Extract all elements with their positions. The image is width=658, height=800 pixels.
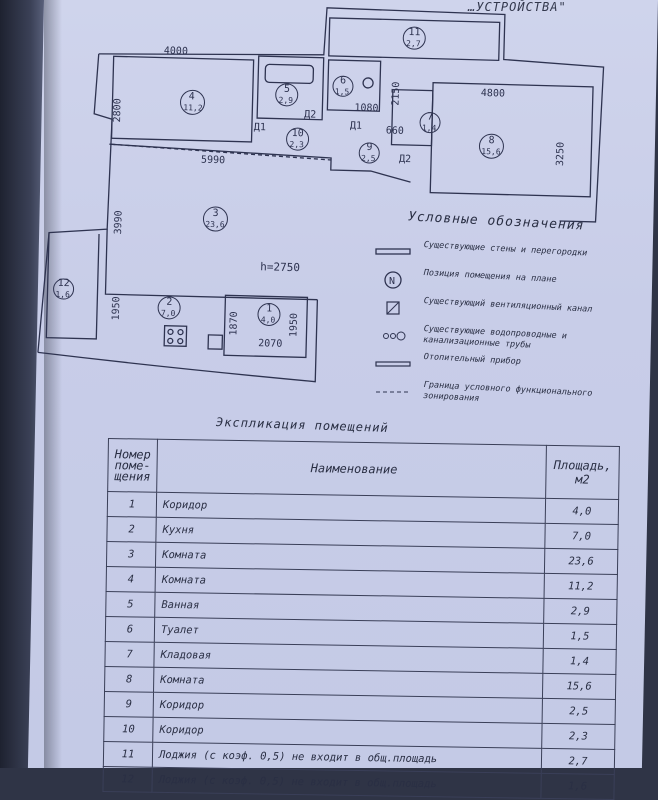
svg-text:4,0: 4,0 xyxy=(261,315,276,324)
outer-wall-left xyxy=(37,53,113,353)
duct-symbol-icon xyxy=(386,301,400,315)
room-marker-4: 411,2 xyxy=(180,89,206,115)
room-8-outline xyxy=(429,81,594,198)
room-4-outline xyxy=(110,55,255,143)
bathtub xyxy=(264,63,315,85)
dim-2800: 2800 xyxy=(112,98,124,122)
room-marker-12: 121,6 xyxy=(53,278,75,300)
heater-symbol-icon xyxy=(375,361,411,367)
svg-text:7,0: 7,0 xyxy=(161,309,176,318)
sink xyxy=(207,334,224,350)
room-marker-10: 102,3 xyxy=(286,127,310,151)
svg-text:1: 1 xyxy=(266,303,272,314)
dim-660: 660 xyxy=(386,125,404,136)
dim-3250: 3250 xyxy=(555,142,567,166)
svg-text:15,6: 15,6 xyxy=(481,147,501,157)
duct-label-d2: Д2 xyxy=(304,109,316,120)
room-11-outline xyxy=(328,17,501,62)
duct-label-d1-b: Д1 xyxy=(350,120,362,131)
svg-text:2,5: 2,5 xyxy=(361,154,376,163)
pipes-symbol-icon xyxy=(383,331,406,341)
room-marker-3: 323,6 xyxy=(202,206,228,232)
legend-item-zoning: Граница условного функционального зониро… xyxy=(372,380,612,408)
dim-3990: 3990 xyxy=(113,210,125,234)
toilet xyxy=(362,77,374,89)
ceiling-height-label: h=2750 xyxy=(260,260,300,274)
svg-text:11,2: 11,2 xyxy=(183,103,203,113)
room-12-outline xyxy=(45,232,100,340)
room-marker-5: 52,9 xyxy=(275,83,299,107)
stove xyxy=(163,325,188,347)
explication-table: Номер поме- щения Наименование Площадь, … xyxy=(102,438,620,800)
svg-text:8: 8 xyxy=(488,135,494,146)
duct-label-d2-b: Д2 xyxy=(399,154,411,165)
legend-item-duct: Существующий вентиляционный канал xyxy=(372,296,612,324)
legend-item-wall: Существующие стены и перегородки xyxy=(372,240,612,268)
position-circle-icon: N xyxy=(384,271,402,289)
room-marker-9: 92,5 xyxy=(358,142,380,164)
wall-corridor xyxy=(109,143,411,183)
room-marker-8: 815,6 xyxy=(478,133,504,159)
page-header-title: …УСТРОЙСТВА" xyxy=(468,0,567,14)
svg-text:2,3: 2,3 xyxy=(289,140,304,149)
dim-4000: 4000 xyxy=(164,46,188,58)
svg-text:10: 10 xyxy=(292,128,304,139)
legend-item-position: N Позиция помещения на плане xyxy=(372,268,612,296)
legend: Существующие стены и перегородки N Позиц… xyxy=(372,240,612,408)
duct-label-d1: Д1 xyxy=(254,122,266,133)
dim-1870: 1870 xyxy=(228,311,240,335)
svg-text:2: 2 xyxy=(166,297,172,308)
dim-5990: 5990 xyxy=(201,155,225,167)
dim-2150: 2150 xyxy=(390,81,402,105)
header-room-number: Номер поме- щения xyxy=(107,438,158,493)
legend-item-pipes: Существующие водопроводные и канализацио… xyxy=(372,324,612,352)
svg-text:23,6: 23,6 xyxy=(205,220,225,230)
svg-text:11: 11 xyxy=(408,27,420,38)
svg-text:9: 9 xyxy=(366,142,372,153)
room-marker-6: 61,5 xyxy=(332,75,354,97)
svg-text:6: 6 xyxy=(340,75,346,86)
dim-4800: 4800 xyxy=(481,88,505,100)
header-room-name: Наименование xyxy=(156,439,547,499)
room-6-outline xyxy=(326,59,382,112)
svg-text:12: 12 xyxy=(58,278,70,289)
svg-text:5: 5 xyxy=(284,84,290,95)
header-room-area: Площадь, м2 xyxy=(545,445,620,500)
svg-text:3: 3 xyxy=(212,208,218,219)
svg-text:7: 7 xyxy=(427,112,433,123)
outer-wall-bottom xyxy=(37,299,319,383)
svg-text:1,5: 1,5 xyxy=(335,87,350,96)
wall-kitchen xyxy=(104,229,318,301)
legend-item-heater: Отопительный прибор xyxy=(372,352,612,380)
svg-text:2,9: 2,9 xyxy=(278,96,293,105)
room-marker-2: 27,0 xyxy=(157,296,181,320)
page-fold-shadow xyxy=(44,0,62,768)
dim-1080: 1080 xyxy=(354,103,378,115)
svg-text:4: 4 xyxy=(189,91,195,102)
svg-text:1,6: 1,6 xyxy=(55,290,70,299)
room-marker-7: 71,4 xyxy=(419,112,441,134)
svg-text:2,7: 2,7 xyxy=(406,39,421,48)
room-marker-1: 14,0 xyxy=(257,302,281,326)
svg-text:1,4: 1,4 xyxy=(422,123,437,132)
room-1-outline xyxy=(223,294,309,359)
floor-plan: 411,2 52,9 61,5 112,7 71,4 815,6 102,3 9… xyxy=(0,0,658,420)
dim-2070: 2070 xyxy=(258,338,282,350)
room-marker-11: 112,7 xyxy=(402,26,426,50)
dim-1950-right: 1950 xyxy=(288,313,300,337)
room-5-outline xyxy=(256,55,325,121)
dashed-line-icon xyxy=(376,391,410,393)
dim-1950-left: 1950 xyxy=(111,296,123,320)
wall-symbol-icon xyxy=(375,248,411,255)
svg-text:N: N xyxy=(389,276,395,287)
table-header-row: Номер поме- щения Наименование Площадь, … xyxy=(107,438,620,500)
outer-wall-top xyxy=(98,7,605,223)
